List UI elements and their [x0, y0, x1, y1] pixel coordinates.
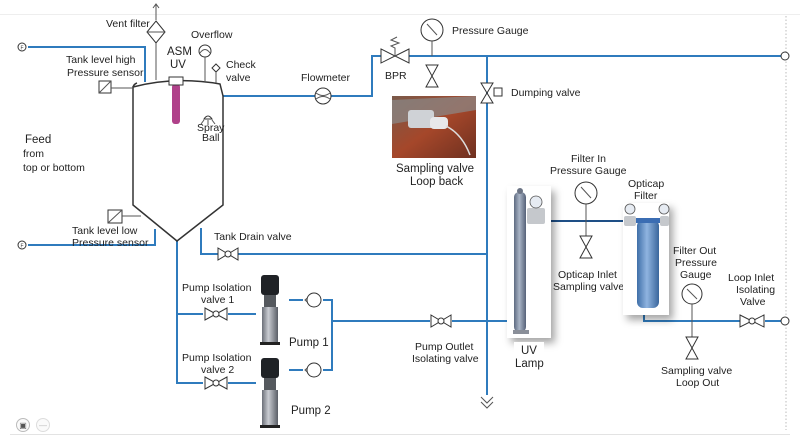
loop-inlet-valve-icon[interactable] — [739, 314, 765, 328]
flowmeter-icon — [314, 87, 332, 105]
sampling-loop-out-label-1: Sampling valve — [661, 365, 732, 377]
flow-indicator-top: F — [17, 42, 27, 52]
asm-uv-label-1: ASM — [167, 46, 192, 58]
bpr-label: BPR — [385, 70, 407, 82]
pump-1-label: Pump 1 — [289, 337, 329, 349]
camera-button[interactable]: ▣ — [16, 418, 30, 432]
bottom-divider — [10, 434, 790, 435]
pump-2-check-valve-icon — [304, 362, 322, 378]
vent-filter-label: Vent filter — [106, 18, 150, 30]
opticap-inlet-label-1: Opticap Inlet — [558, 269, 617, 281]
pump-isolation-valve-1-icon[interactable] — [204, 307, 228, 321]
loop-inlet-label-2: Isolating — [736, 284, 775, 296]
loop-return-connector — [780, 51, 790, 61]
minus-button[interactable]: — — [36, 418, 50, 432]
filter-in-gauge-icon — [574, 181, 598, 236]
filter-in-gauge-label-2: Pressure Gauge — [550, 165, 627, 177]
sampling-valve-photo — [392, 96, 476, 158]
pressure-sensor-low-icon — [107, 209, 141, 224]
check-valve-label-2: valve — [226, 72, 251, 84]
uv-lamp-label-bg — [514, 342, 544, 370]
uv-lamp-label-2: Lamp — [515, 358, 544, 370]
filter-out-gauge-label-1: Filter Out — [673, 245, 716, 257]
pump-2-label: Pump 2 — [291, 405, 331, 417]
pump-outlet-label-2: Isolating valve — [412, 353, 479, 365]
dumping-valve-icon[interactable] — [480, 82, 503, 104]
opticap-filter — [623, 203, 670, 315]
check-valve-icon — [211, 63, 221, 83]
sampling-loop-back-label-1: Sampling valve — [396, 163, 474, 175]
loop-inlet-label-3: Valve — [740, 296, 766, 308]
pipes — [28, 46, 782, 395]
spray-ball-label-2: Ball — [202, 132, 220, 144]
pump-2-image — [260, 358, 280, 428]
gauge-isolation-valve-icon[interactable] — [425, 64, 439, 88]
opticap-inlet-valve-icon[interactable] — [579, 235, 593, 259]
overflow-label: Overflow — [191, 29, 233, 41]
dumping-valve-label: Dumping valve — [511, 87, 581, 99]
spray-ball-label-1: Spray — [197, 122, 225, 134]
flowmeter-label: Flowmeter — [301, 72, 351, 84]
filter-in-gauge-label-1: Filter In — [571, 153, 606, 165]
flow-indicator-bottom: F — [17, 240, 27, 250]
opticap-filter-label-2: Filter — [634, 190, 658, 202]
opticap-inlet-label-2: Sampling valve — [553, 281, 624, 293]
camera-icon: ▣ — [19, 420, 27, 430]
check-valve-label-1: Check — [226, 59, 257, 71]
bpr-valve-icon[interactable] — [380, 36, 410, 64]
feed-label-2: from — [23, 148, 44, 160]
tank-level-high-label-1: Tank level high — [66, 54, 136, 66]
minus-icon: — — [39, 420, 47, 430]
uv-lamp-label-1: UV — [521, 345, 537, 357]
vent-filter-icon — [146, 3, 166, 80]
filter-out-gauge-label-3: Gauge — [680, 269, 712, 281]
sampling-loop-out-label-2: Loop Out — [676, 377, 719, 389]
drain-chevron-icon — [480, 396, 494, 409]
asm-uv-label-2: UV — [170, 59, 186, 71]
pressure-gauge-label: Pressure Gauge — [452, 25, 529, 37]
tank-level-high-label-2: Pressure sensor — [67, 67, 144, 79]
top-bar — [0, 0, 800, 15]
feed-tank — [132, 76, 224, 242]
pump-iso-1-label-1: Pump Isolation — [182, 282, 252, 294]
opticap-filter-label-1: Opticap — [628, 178, 664, 190]
pump-iso-2-label-2: valve 2 — [201, 364, 234, 376]
asm-uv-rod — [172, 84, 180, 124]
filter-out-gauge-icon — [681, 283, 703, 337]
pump-iso-2-label-1: Pump Isolation — [182, 352, 252, 364]
pressure-gauge-top-icon — [420, 18, 444, 56]
overflow-icon — [198, 44, 212, 82]
uv-lamp — [507, 186, 551, 338]
svg-text:F: F — [21, 46, 24, 52]
loop-inlet-connector — [780, 316, 790, 326]
loop-inlet-label-1: Loop Inlet — [728, 272, 774, 284]
tank-drain-valve-icon[interactable] — [217, 247, 239, 261]
pump-outlet-valve-icon[interactable] — [430, 314, 452, 328]
pump-1-image — [260, 275, 280, 345]
filter-out-gauge-label-2: Pressure — [675, 257, 717, 269]
pump-outlet-label-1: Pump Outlet — [415, 341, 473, 353]
sampling-loop-out-valve-icon[interactable] — [685, 336, 699, 360]
feed-label-3: top or bottom — [23, 162, 85, 174]
pump-1-check-valve-icon — [304, 292, 322, 308]
feed-label-1: Feed — [25, 134, 51, 146]
spray-ball-icon — [200, 115, 216, 125]
svg-text:F: F — [21, 244, 24, 250]
asm-uv-housing — [168, 76, 184, 86]
pressure-sensor-high-icon — [98, 80, 133, 94]
tank-drain-valve-label: Tank Drain valve — [214, 231, 292, 243]
pump-iso-1-label-2: valve 1 — [201, 294, 234, 306]
tank-level-low-label-1: Tank level low — [72, 225, 138, 237]
sampling-loop-back-label-2: Loop back — [410, 176, 463, 188]
pump-isolation-valve-2-icon[interactable] — [204, 376, 228, 390]
tank-level-low-label-2: Pressure sensor — [72, 237, 149, 249]
